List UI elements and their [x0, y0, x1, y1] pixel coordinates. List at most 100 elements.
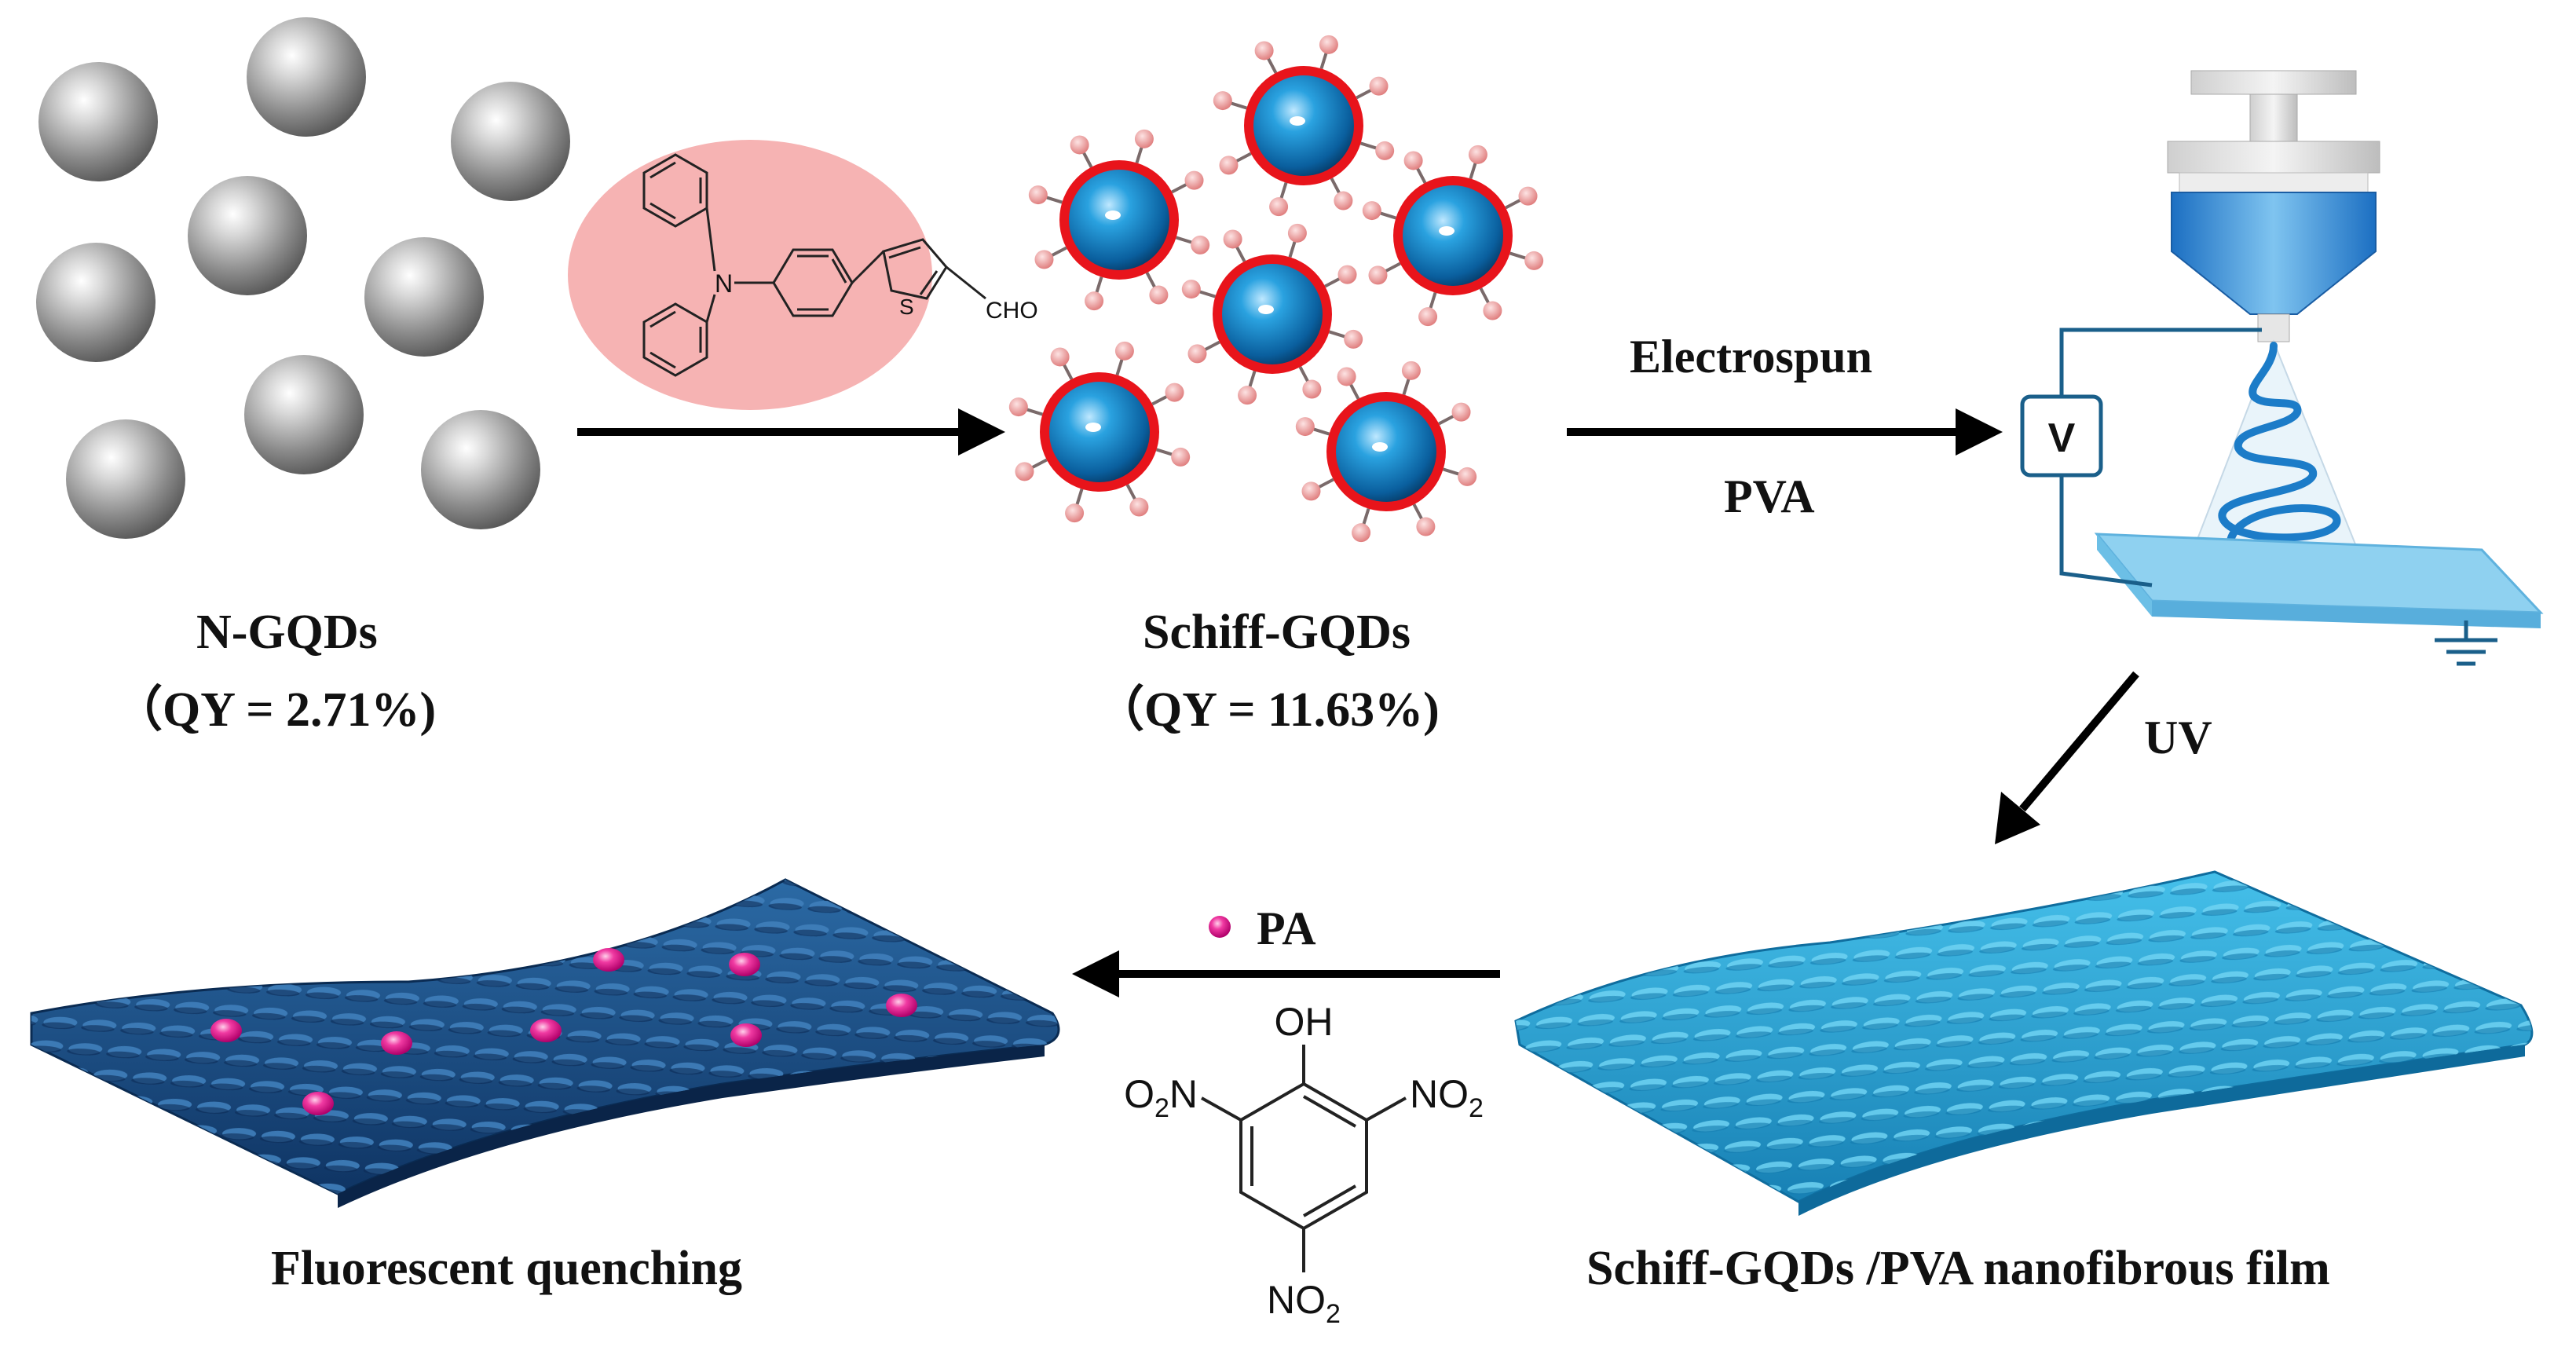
ligand-atom — [1524, 251, 1544, 270]
ligand-atom — [1319, 35, 1338, 54]
electrospinning-apparatus: V — [2020, 70, 2544, 666]
electrospun-label: Electrospun — [1630, 331, 1872, 383]
reagent-s: S — [899, 295, 914, 319]
ligand-atom — [1181, 280, 1201, 299]
core-highlight — [1105, 210, 1121, 220]
blue-core — [1403, 185, 1503, 286]
schiff-label: Schiff-GQDs — [1143, 606, 1411, 659]
ligand-atom — [1269, 197, 1289, 217]
picric-oh: OH — [1275, 1000, 1334, 1044]
ligand-atom — [1219, 156, 1239, 175]
picric-no2-left: O2N — [1124, 1072, 1198, 1123]
film-label: Schiff-GQDs /PVA nanofibrous film — [1586, 1242, 2330, 1295]
ligand-atom — [1187, 344, 1207, 364]
arrow-pa — [1072, 950, 1500, 997]
voltage-label: V — [2048, 415, 2076, 461]
pa-molecule — [302, 1092, 334, 1115]
pa-molecule — [530, 1019, 562, 1042]
picric-no2-left-text: O2N — [1124, 1072, 1198, 1123]
gray-sphere — [244, 355, 364, 474]
ligand-atom — [1129, 497, 1149, 517]
schiff-gqd-particle — [1213, 35, 1395, 217]
uv-label: UV — [2144, 712, 2212, 763]
schiff-gqd-particle — [1362, 145, 1544, 327]
ligand-atom — [1114, 341, 1134, 361]
pa-molecule — [210, 1019, 242, 1042]
ligand-atom — [1085, 291, 1104, 311]
circuit-wire — [2059, 475, 2153, 587]
ligand-atom — [1518, 186, 1538, 206]
core-highlight — [1439, 226, 1454, 236]
ligand-atom — [1134, 129, 1154, 148]
ligand-atom — [1401, 361, 1421, 380]
ligand-atom — [1191, 235, 1210, 254]
schiff-gqd-particles — [1008, 35, 1544, 543]
reagent-cho: CHO — [986, 298, 1038, 324]
core-highlight — [1372, 442, 1388, 452]
ligand-atom — [1254, 41, 1274, 60]
solution-funnel — [2171, 192, 2377, 315]
ligand-atom — [1223, 229, 1242, 249]
ligand-atom — [1403, 151, 1423, 170]
blue-core — [1069, 170, 1169, 270]
blue-core — [1222, 264, 1323, 364]
picric-no2-bottom: NO2 — [1267, 1278, 1341, 1329]
blue-core — [1049, 382, 1150, 482]
collector-plate — [2094, 533, 2544, 614]
voltage-source — [2020, 394, 2103, 478]
ligand-atom — [1165, 383, 1184, 402]
ligand-atom — [1458, 467, 1477, 486]
core-highlight — [1085, 423, 1101, 432]
syringe-plunger — [2190, 70, 2357, 95]
ligand-atom — [1337, 367, 1356, 386]
ligand-atom — [1468, 145, 1487, 164]
ligand-atom — [1451, 402, 1471, 422]
ngqds-qy: （QY = 2.71%) — [114, 683, 437, 737]
ligand-atom — [1295, 417, 1315, 437]
blue-core — [1253, 75, 1354, 176]
blue-core — [1336, 401, 1436, 502]
gray-sphere — [188, 176, 307, 295]
ligand-atom — [1302, 379, 1322, 399]
schiff-gqd-particle — [1295, 361, 1477, 543]
pa-dot-icon — [1209, 916, 1231, 938]
schiff-gqd-particle — [1028, 129, 1210, 311]
reagent-bonds — [642, 153, 986, 377]
gray-sphere — [364, 237, 484, 357]
ligand-atom — [1034, 250, 1054, 269]
ligand-atom — [1344, 329, 1363, 349]
ligand-atom — [1015, 462, 1034, 481]
ligand-atom — [1362, 201, 1381, 221]
gray-sphere — [421, 410, 540, 529]
quench-label: Fluorescent quenching — [271, 1242, 742, 1295]
ligand-atom — [1352, 523, 1371, 543]
ligand-atom — [1368, 265, 1388, 285]
fiber-jet-spiral — [2218, 342, 2341, 573]
ligand-atom — [1070, 135, 1089, 155]
gray-sphere — [451, 82, 570, 201]
ligand-atom — [1028, 185, 1048, 205]
pva-label: PVA — [1724, 470, 1815, 522]
ligand-atom — [1065, 503, 1085, 523]
schiff-qy: （QY = 11.63%) — [1096, 683, 1440, 737]
ligand-atom — [1369, 76, 1389, 96]
ligand-atom — [1301, 481, 1321, 501]
pa-molecule — [593, 948, 624, 972]
ligand-atom — [1375, 141, 1395, 160]
ligand-atom — [1050, 347, 1070, 367]
pa-molecules-on-film — [210, 948, 917, 1115]
ligand-atom — [1418, 307, 1438, 327]
ligand-atom — [1334, 191, 1353, 210]
ligand-atom — [1483, 301, 1502, 320]
reagent-n: N — [715, 269, 733, 298]
schiff-gqds-pva-film — [1514, 870, 2534, 1216]
ngqd-spheres — [36, 17, 570, 539]
pa-molecule — [381, 1031, 412, 1055]
quenched-film — [30, 878, 1060, 1208]
schiff-gqd-particle — [1181, 223, 1363, 405]
circuit-wire — [2059, 328, 2262, 397]
ground-icon — [2435, 620, 2497, 666]
ligand-atom — [1287, 223, 1307, 243]
